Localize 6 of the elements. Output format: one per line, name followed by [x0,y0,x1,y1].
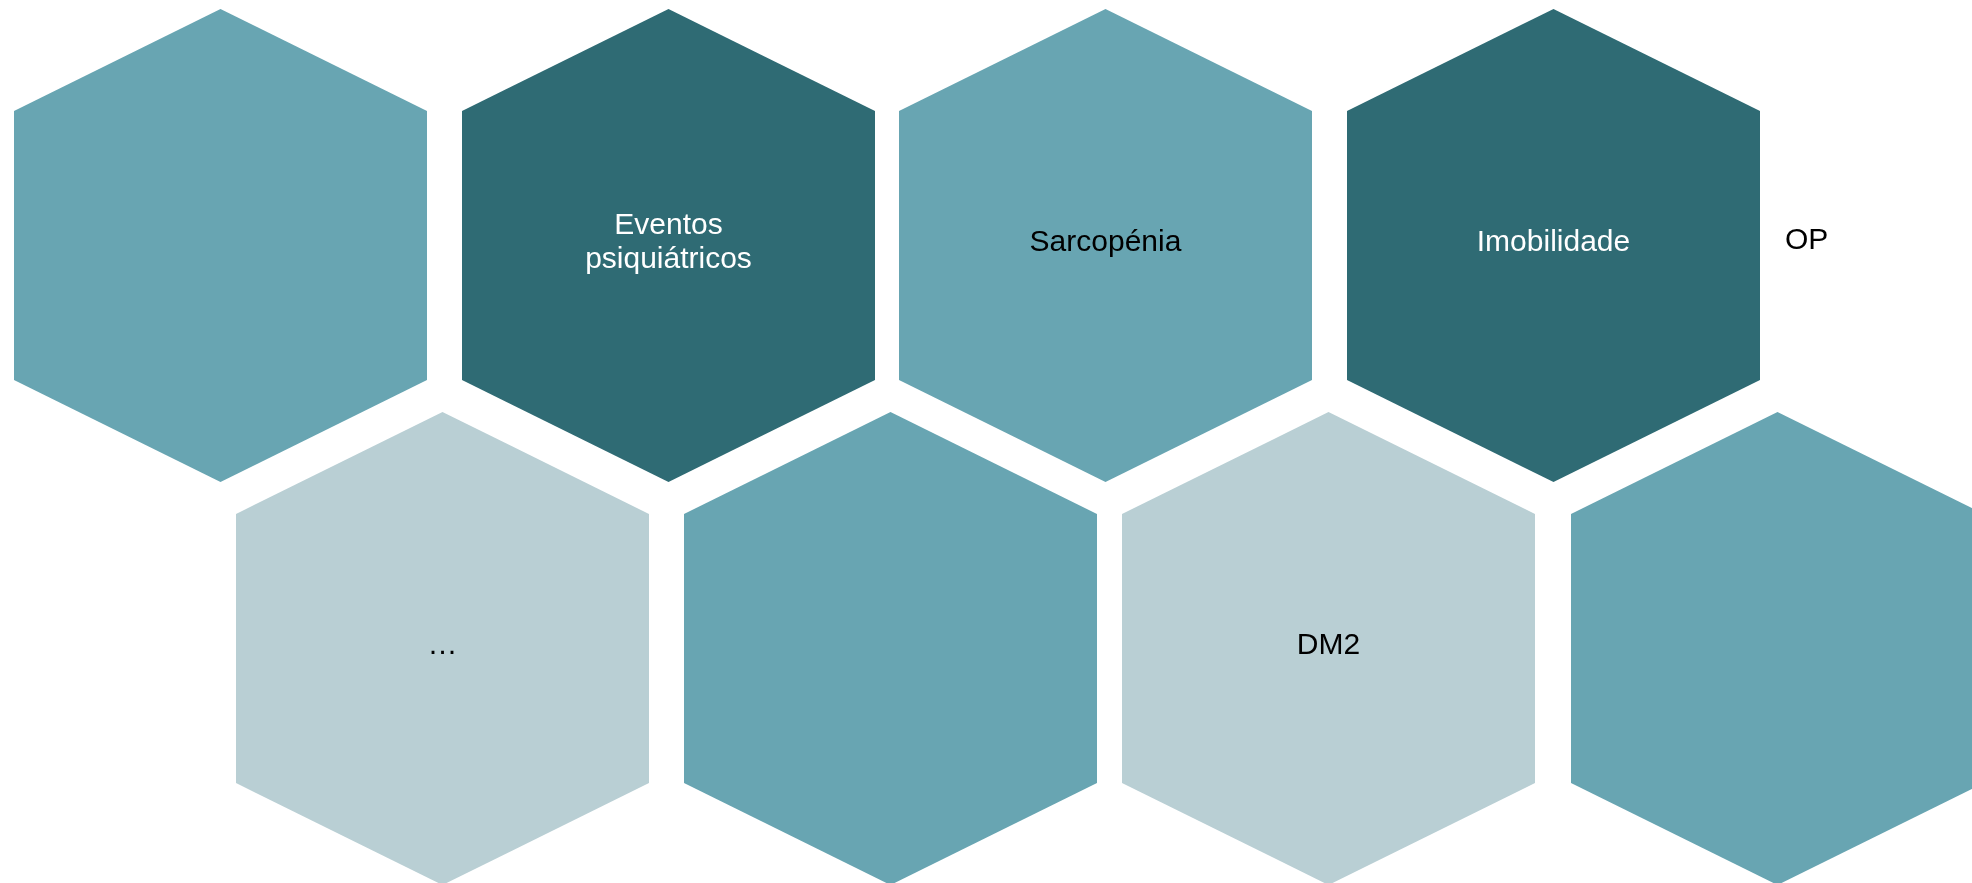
tile-label: DM2 [1295,626,1362,662]
tile-label: Imobilidade [1475,223,1632,259]
tile-label: … [426,626,459,662]
tile-label: Eventos psiquiátricos [584,206,753,276]
label-text: OP [1785,222,1829,256]
tile-label: Sarcopénia [1028,223,1183,259]
